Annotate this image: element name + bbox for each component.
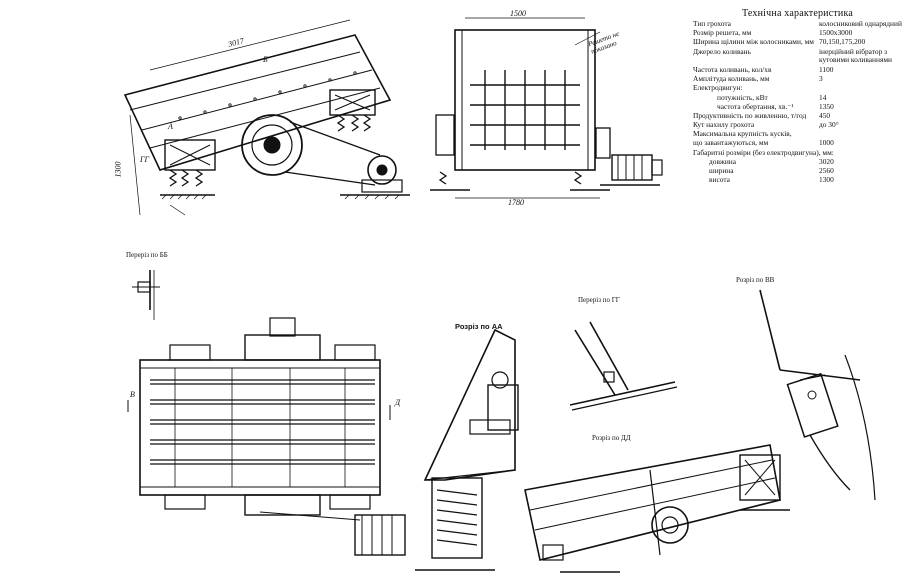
spec-row-label: Електродвигун:	[693, 83, 743, 93]
dim-side-height: 1300	[113, 161, 123, 178]
spec-row-value: 1350	[819, 101, 834, 111]
dim-front-bottom: 1780	[508, 198, 524, 207]
mark-g: ГГ	[140, 155, 150, 164]
spec-row-label: Джерело коливань	[693, 46, 751, 56]
section-bb	[132, 270, 160, 320]
spec-row: Продуктивність по живленню, т/год 450	[693, 110, 915, 121]
spec-row-value: 1000	[819, 138, 834, 148]
spec-row-label: частота обертання, хв.⁻¹	[717, 101, 794, 111]
section-label-gg: Переріз по ГГ	[578, 296, 620, 304]
spec-row-label: потужність, кВт	[717, 92, 768, 102]
spec-row-value: 14	[819, 92, 827, 102]
spec-row-value: 1100	[819, 64, 834, 74]
side-view	[123, 19, 410, 216]
plan-view	[127, 317, 406, 556]
dim-front-top: 1500	[510, 9, 526, 18]
mark-v: В	[130, 390, 135, 399]
section-vv	[759, 289, 876, 501]
spec-row: частота обертання, хв.⁻¹ 1350	[693, 101, 915, 112]
spec-row-label: висота	[709, 175, 730, 185]
spec-row-value: 2560	[819, 166, 834, 176]
spec-row: Ширина щілини між колосниками, мм 70,150,…	[693, 37, 915, 47]
spec-row-value: 450	[819, 110, 831, 120]
spec-row-label: Максимальна крупність кусків,	[693, 129, 792, 139]
spec-row: Тип грохота колосниковий однарядний	[693, 19, 915, 29]
spec-row: Габаритні розміри (без електродвигуна), …	[693, 147, 915, 158]
spec-row-value: 3020	[819, 156, 834, 166]
spec-row: Максимальна крупність кусків,	[693, 129, 915, 139]
section-label-aa: Розріз по АА	[455, 322, 503, 331]
spec-row-value: 1500х3000	[819, 28, 853, 38]
section-dd	[524, 444, 790, 573]
spec-row-value: інерційний вібратор з кутовими коливання…	[819, 46, 893, 65]
mark-a: А	[168, 122, 173, 131]
spec-row-label: Ширина щілини між колосниками, мм	[693, 37, 814, 47]
section-aa	[415, 328, 519, 571]
spec-row-label: Кут нахилу грохота	[693, 120, 755, 130]
spec-row-label: Частота коливань, кол/хв	[693, 64, 772, 74]
front-view	[430, 17, 663, 199]
spec-row-label: довжина	[709, 156, 737, 166]
spec-row-label: ширина	[709, 166, 734, 176]
mark-b: Б	[263, 55, 268, 64]
section-gg	[569, 321, 678, 411]
section-label-bb: Переріз по ББ	[126, 251, 168, 259]
spec-row-label: Тип грохота	[693, 19, 731, 28]
spec-row-label: Амплітуда коливань, мм	[693, 74, 770, 84]
section-label-vv: Розріз по ВВ	[736, 276, 775, 284]
section-label-dd: Розріз по ДД	[592, 434, 631, 442]
spec-row: Електродвигун:	[693, 83, 915, 93]
spec-row: що завантажуються, мм 1000	[693, 139, 915, 148]
spec-row: потужність, кВт 14	[693, 92, 915, 103]
spec-row-label: Продуктивність по живленню, т/год	[693, 110, 807, 120]
spec-row-value: колосниковий однарядний	[819, 19, 902, 28]
spec-row-value: 70,150,175,200	[819, 37, 866, 47]
spec-row: ширина 2560	[693, 166, 915, 176]
spec-row-label: Розмір решета, мм	[693, 28, 752, 38]
spec-row: Амплітуда коливань, мм 3	[693, 74, 915, 84]
spec-row: Розмір решета, мм 1500х3000	[693, 28, 915, 38]
spec-row-value: 1300	[819, 175, 834, 185]
spec-row-label: що завантажуються, мм	[693, 138, 769, 148]
mark-d: Д	[395, 398, 401, 407]
spec-row-label: Габаритні розміри (без електродвигуна), …	[693, 147, 834, 157]
spec-row-value: до 30°	[819, 120, 839, 130]
spec-row: Кут нахилу грохота до 30°	[693, 120, 915, 130]
spec-row: довжина 3020	[693, 156, 915, 167]
spec-row: Джерело коливань інерційний вібратор з ку…	[693, 46, 915, 66]
spec-row: висота 1300	[693, 175, 915, 185]
spec-title: Технічна характеристика	[742, 8, 854, 19]
spec-row: Частота коливань, кол/хв 1100	[693, 64, 915, 75]
spec-row-value: 3	[819, 74, 823, 84]
